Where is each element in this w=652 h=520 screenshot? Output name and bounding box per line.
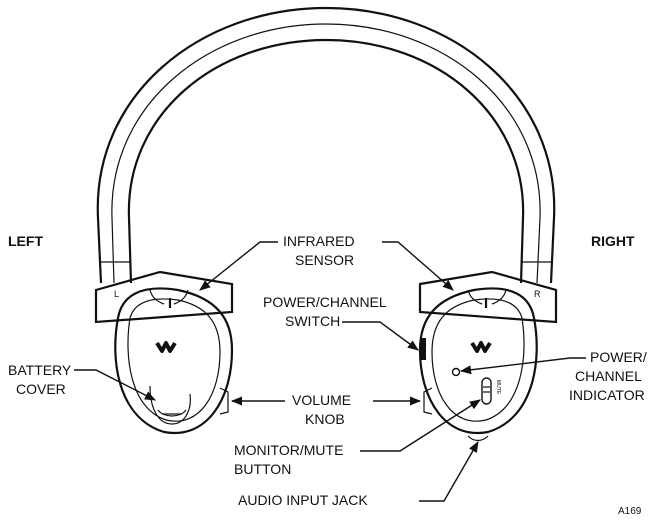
audio-input-jack-callout: AUDIO INPUT JACK: [238, 441, 479, 508]
battery-cover-label-line2: COVER: [16, 381, 66, 397]
infrared-sensor-callout: INFRARED SENSOR: [199, 233, 454, 291]
volume-knob-label: VOLUME: [292, 392, 351, 408]
power-channel-indicator-label: POWER/: [590, 349, 647, 365]
headband: [96, 6, 556, 284]
power-channel-switch-label-line2: SWITCH: [285, 313, 340, 329]
right-cup-mark: R: [534, 289, 541, 299]
left-cup-mark: L: [114, 289, 119, 299]
power-channel-indicator-callout: POWER/ CHANNEL INDICATOR: [459, 349, 647, 403]
battery-cover-label: BATTERY: [8, 362, 72, 378]
figure-code: A169: [618, 506, 642, 517]
left-volume-knob: [219, 387, 229, 415]
volume-knob-label-line2: KNOB: [305, 411, 345, 427]
monitor-mute-label: MONITOR/MUTE: [234, 442, 343, 458]
mute-mark: MUTE: [495, 380, 501, 395]
power-channel-indicator: [451, 367, 461, 377]
infrared-sensor-label: INFRARED: [283, 233, 355, 249]
power-channel-switch[interactable]: [420, 338, 426, 360]
power-channel-switch-callout: POWER/CHANNEL SWITCH: [263, 294, 419, 351]
battery-cover: [149, 385, 191, 425]
right-logo-icon: [470, 341, 492, 353]
battery-cover-callout: BATTERY COVER: [8, 362, 156, 401]
volume-knob-callout: VOLUME KNOB: [230, 392, 422, 427]
audio-input-jack: [467, 435, 489, 442]
monitor-mute-button[interactable]: [481, 377, 492, 405]
power-channel-indicator-label-line3: INDICATOR: [569, 387, 645, 403]
right-volume-knob: [423, 387, 433, 415]
left-ear-cup: L: [94, 270, 234, 435]
audio-input-jack-label: AUDIO INPUT JACK: [238, 492, 368, 508]
power-channel-switch-label: POWER/CHANNEL: [263, 294, 387, 310]
left-logo-icon: [155, 341, 177, 353]
right-side-label: RIGHT: [591, 233, 635, 249]
monitor-mute-callout: MONITOR/MUTE BUTTON: [234, 399, 481, 477]
infrared-sensor-label-line2: SENSOR: [295, 252, 354, 268]
left-side-label: LEFT: [8, 233, 43, 249]
monitor-mute-label-line2: BUTTON: [234, 461, 291, 477]
right-ear-cup: R MUTE: [418, 270, 558, 442]
power-channel-indicator-label-line2: CHANNEL: [575, 368, 642, 384]
